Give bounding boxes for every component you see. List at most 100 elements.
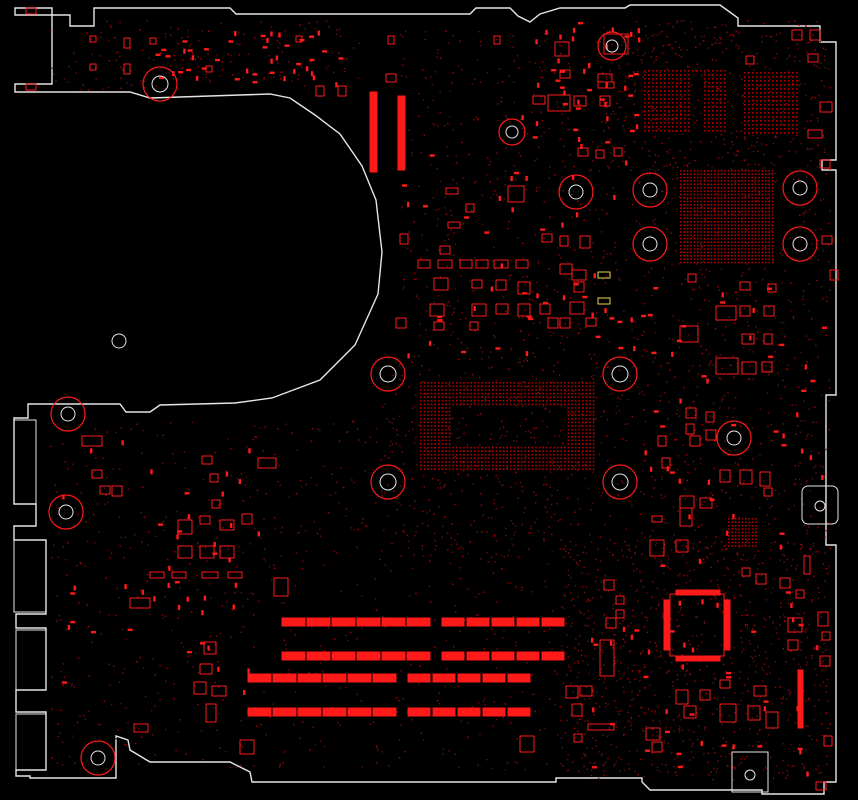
via-dot [403, 278, 405, 281]
via-dot [709, 553, 711, 555]
via-dot [328, 26, 330, 28]
via-dot [648, 96, 650, 99]
via-dot [361, 522, 363, 524]
chipset-bga-pad [710, 204, 713, 206]
via-dot [760, 744, 762, 746]
via-dot [806, 480, 808, 482]
cpu-bga-pad [585, 392, 588, 395]
via-dot [65, 559, 67, 561]
via-dot [662, 190, 664, 192]
via-dot [421, 69, 424, 71]
cpu-bga-pad [538, 457, 541, 460]
via-dot [563, 548, 565, 550]
cpu-bga-pad [585, 439, 588, 442]
via-dot [769, 370, 771, 373]
via-dot [581, 757, 583, 759]
via-dot [732, 213, 734, 215]
cpu-bga-pad [567, 410, 570, 413]
via-dot [324, 685, 327, 687]
via-dot [574, 647, 576, 649]
via-dot [448, 238, 450, 240]
cpu-bga-pad [578, 382, 580, 384]
cpu-bga-pad [560, 389, 562, 391]
via-dot [483, 697, 486, 700]
cpu-bga-pad [420, 425, 422, 427]
via-dot [751, 107, 753, 109]
via-dot [460, 275, 462, 277]
via-dot [323, 745, 326, 748]
via-dot [747, 677, 749, 680]
via-dot [58, 507, 60, 509]
via-dot [706, 69, 709, 71]
via-dot [568, 615, 570, 618]
via-dot [744, 138, 746, 141]
chipset-bga-pad [703, 183, 706, 186]
cpu-bga-pad [427, 389, 429, 391]
via-dot [707, 121, 709, 123]
cpu-bga-pad [578, 428, 580, 431]
via-dot [350, 527, 352, 529]
via-dot [672, 178, 674, 180]
via-dot [548, 177, 550, 179]
via-dot [290, 629, 292, 632]
via-dot [600, 415, 603, 418]
cpu-bga-pad [506, 385, 508, 388]
via-dot [631, 249, 633, 251]
via-dot [635, 220, 638, 222]
via-dot [436, 319, 438, 321]
via-dot [791, 82, 794, 85]
cpu-bga-pad [528, 446, 530, 449]
chipset-bga-pad [724, 221, 726, 223]
via-dot [442, 753, 444, 755]
via-dot [695, 209, 697, 212]
cpu-bga-pad [481, 446, 483, 449]
via-dot [705, 556, 708, 558]
via-dot [197, 516, 200, 519]
cpu-bga-pad [528, 403, 530, 406]
via-dot [514, 531, 516, 533]
cpu-bga-pad [571, 407, 573, 409]
via-dot [760, 442, 762, 445]
via-dot [184, 467, 187, 469]
via-dot [814, 705, 816, 707]
via-dot [544, 727, 546, 730]
cpu-bga-pad [434, 389, 436, 391]
chipset-bga-pad [714, 173, 716, 175]
via-dot [803, 420, 806, 422]
via-dot [295, 492, 298, 495]
via-dot [811, 478, 813, 480]
via-dot [76, 721, 79, 724]
via-dot [435, 209, 437, 211]
via-dot [792, 316, 795, 318]
via-dot [244, 484, 246, 486]
via-dot [755, 326, 757, 328]
via-dot [570, 713, 572, 716]
via-dot [662, 616, 664, 619]
via-dot [795, 478, 797, 481]
cpu-bga-pad [524, 396, 526, 398]
cpu-bga-pad [448, 382, 451, 384]
cpu-bga-pad [528, 382, 530, 384]
via-dot [614, 763, 616, 765]
chipset-bga-pad [741, 187, 743, 189]
cpu-bga-pad [423, 446, 426, 449]
via-dot [279, 764, 281, 767]
via-dot [713, 402, 715, 404]
via-dot [731, 747, 733, 750]
via-dot [222, 526, 224, 529]
via-dot [810, 450, 813, 452]
via-dot [559, 548, 562, 550]
chipset-bga-pad [758, 204, 760, 206]
via-dot [140, 80, 142, 82]
via-dot [380, 459, 382, 461]
via-dot [720, 644, 723, 647]
via-dot [239, 744, 242, 746]
via-dot [789, 309, 792, 312]
via-dot [110, 552, 113, 554]
cpu-bga-pad [499, 468, 501, 470]
via-dot [653, 136, 656, 138]
via-dot [651, 495, 653, 498]
via-dot [478, 31, 480, 33]
via-dot [609, 77, 611, 79]
via-dot [719, 42, 722, 44]
